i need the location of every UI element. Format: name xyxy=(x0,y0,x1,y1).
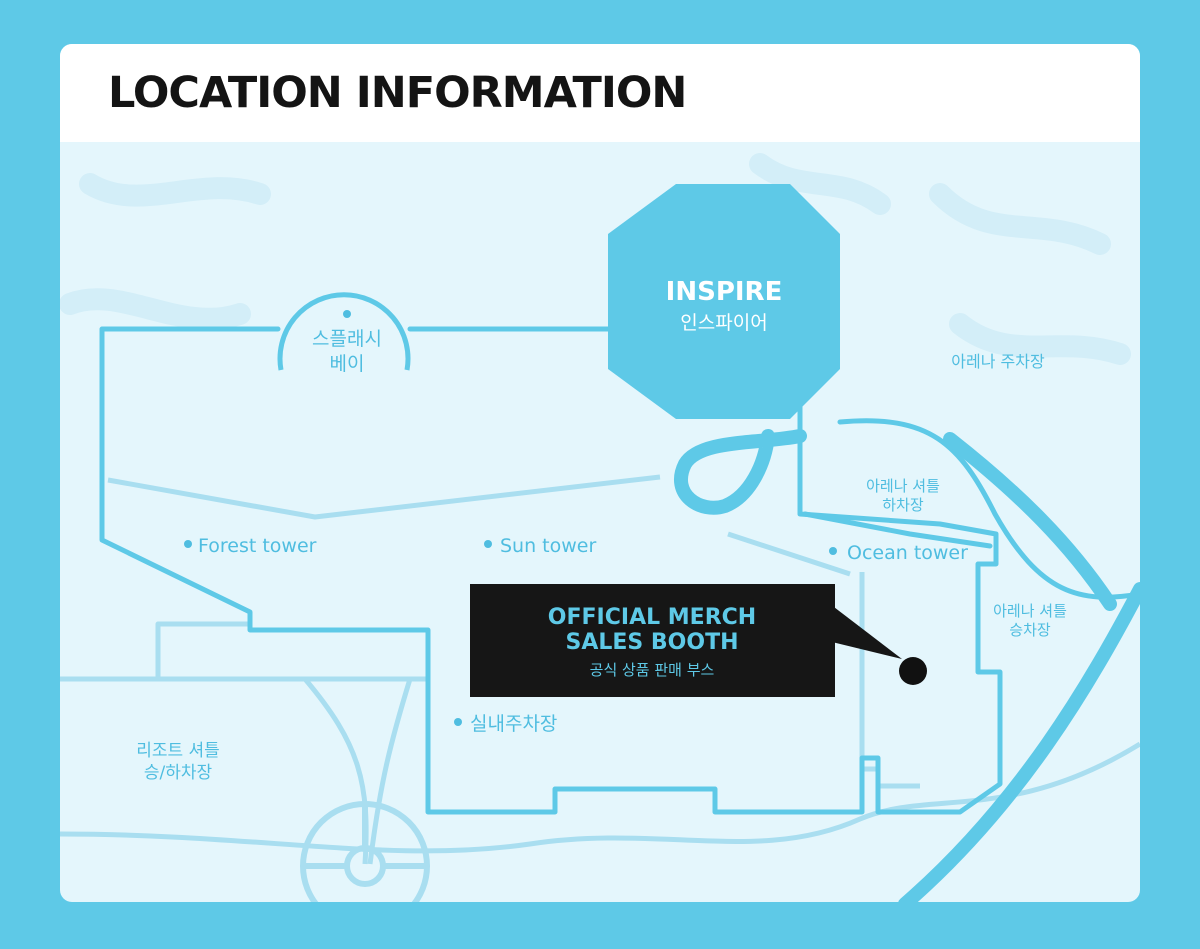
arena-pickup-label-2: 승차장 xyxy=(1009,621,1051,639)
arena-curve xyxy=(837,418,1140,600)
booth-location-marker xyxy=(899,657,927,685)
resort-shuttle-label-1: 리조트 셔틀 xyxy=(136,741,220,761)
location-card: LOCATION INFORMATION xyxy=(60,44,1140,902)
southeast-highway xyxy=(898,582,1140,902)
booth-label-line3: 공식 상품 판매 부스 xyxy=(590,661,715,679)
tower-lane-east xyxy=(727,531,851,577)
booth-label-line2: SALES BOOTH xyxy=(565,630,738,655)
parking-connector xyxy=(155,621,250,679)
arena-parking-label: 아레나 주차장 xyxy=(951,352,1045,371)
arena-dropoff-label-1: 아레나 셔틀 xyxy=(866,477,940,495)
inspire-name: INSPIRE xyxy=(666,277,783,307)
ocean-roof xyxy=(802,511,993,549)
splash-bay-label-1: 스플래시 xyxy=(312,328,382,350)
page-title: LOCATION INFORMATION xyxy=(108,68,687,118)
booth-label-box xyxy=(470,584,835,697)
booth-pointer xyxy=(830,604,902,659)
indoor-parking-dot xyxy=(454,718,462,726)
coast-road xyxy=(60,741,1140,854)
booth-label-line1: OFFICIAL MERCH xyxy=(548,605,756,630)
inspire-building xyxy=(608,184,840,419)
sun-tower-dot xyxy=(484,540,492,548)
main-roads xyxy=(99,326,1140,815)
forest-tower-dot xyxy=(184,540,192,548)
header-bar: LOCATION INFORMATION xyxy=(60,44,1140,142)
resort-shuttle-label-2: 승/하차장 xyxy=(144,763,213,783)
indoor-parking-label: 실내주차장 xyxy=(470,713,557,735)
inspire-name-ko: 인스파이어 xyxy=(680,312,767,334)
ocean-tower-label: Ocean tower xyxy=(847,542,968,564)
tower-lane-west xyxy=(107,474,661,520)
sun-tower-label: Sun tower xyxy=(500,535,596,557)
venue-map: 스플래시 베이 INSPIRE 인스파이어 아레나 주차장 아레나 셔틀 하차장… xyxy=(60,153,1140,902)
roundabout xyxy=(300,801,430,902)
forest-tower-label: Forest tower xyxy=(198,535,317,557)
junction-road-left xyxy=(303,677,369,865)
splash-bay-label-2: 베이 xyxy=(330,353,365,375)
resort-parking-block xyxy=(60,676,431,799)
arena-pickup-label-1: 아레나 셔틀 xyxy=(993,602,1067,620)
resort-outline xyxy=(99,326,1003,815)
background-pattern xyxy=(60,153,1131,365)
arena-dropoff-label-2: 하차장 xyxy=(882,496,924,514)
ocean-tower-dot xyxy=(829,547,837,555)
junction-road-right xyxy=(367,678,413,865)
arena-highway xyxy=(943,432,1117,611)
loop-ramp xyxy=(674,429,807,515)
splash-bay-arc xyxy=(277,292,411,371)
splash-bay-dot xyxy=(343,310,351,318)
merch-booth-callout: OFFICIAL MERCH SALES BOOTH 공식 상품 판매 부스 xyxy=(470,584,902,697)
